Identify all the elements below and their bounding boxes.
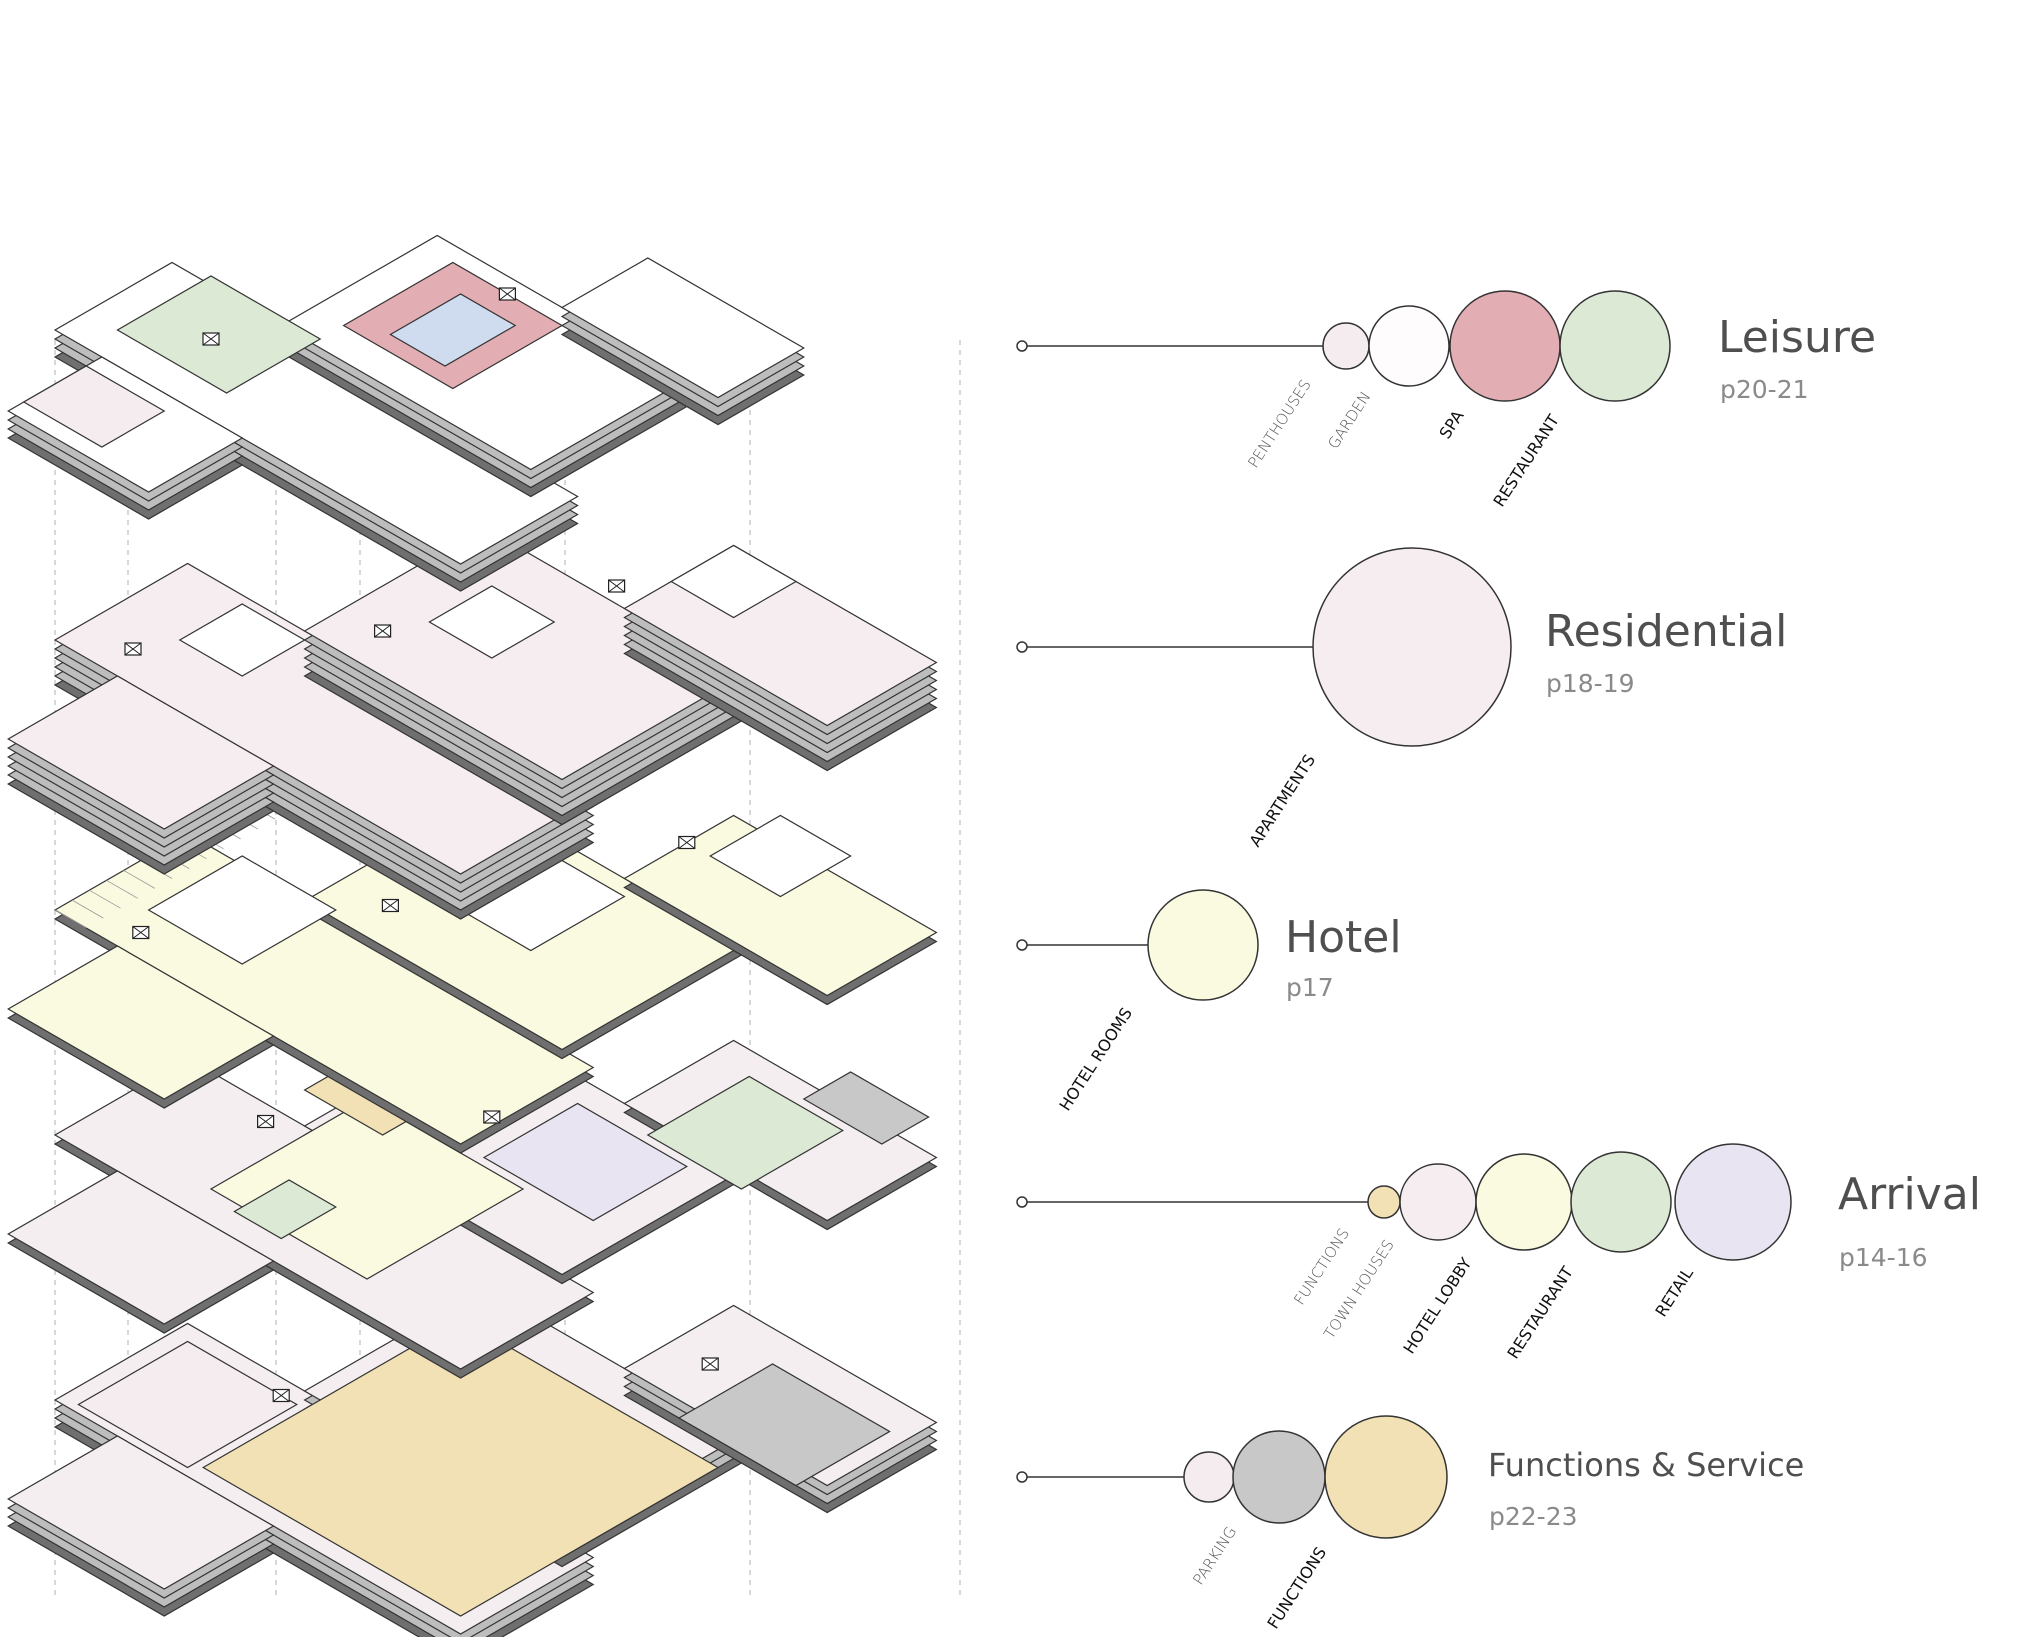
penthouses-circle bbox=[1322, 322, 1370, 370]
service-ramp bbox=[802, 1071, 930, 1145]
building-stack bbox=[6, 234, 961, 1637]
parking-circle bbox=[1232, 1430, 1326, 1524]
town-house-wing bbox=[77, 1340, 299, 1469]
functions-hall bbox=[201, 1318, 720, 1617]
residential-level bbox=[6, 675, 275, 830]
lift-core-cross bbox=[374, 624, 391, 638]
label-hotel-rooms: HOTEL ROOMS bbox=[1055, 1004, 1136, 1114]
functions-circle bbox=[1324, 1415, 1448, 1539]
label-garden: GARDEN bbox=[1324, 388, 1374, 452]
hotel-room-divider bbox=[71, 899, 104, 919]
hotel-rooms-circle bbox=[1147, 889, 1259, 1001]
legend-title: Functions & Service bbox=[1488, 1446, 1804, 1484]
residential-lightwell bbox=[178, 603, 306, 677]
legend-title: Arrival bbox=[1838, 1169, 1981, 1220]
apartments-circle bbox=[1312, 547, 1512, 747]
label-apartments: APARTMENTS bbox=[1245, 751, 1319, 850]
label-restaurant: RESTAURANT bbox=[1489, 411, 1563, 510]
hotel-level bbox=[6, 945, 275, 1100]
service-level bbox=[6, 1435, 275, 1590]
hotel-lobby-circle bbox=[1475, 1153, 1573, 1251]
hotel-room-divider bbox=[89, 889, 121, 909]
arrival-restaurant bbox=[646, 1075, 845, 1190]
page-reference: p14-16 bbox=[1839, 1243, 1928, 1272]
town-houses-circle bbox=[1399, 1163, 1477, 1241]
lift-core-cross bbox=[483, 1110, 501, 1124]
page-reference: p17 bbox=[1286, 973, 1334, 1002]
label-spa: SPA bbox=[1435, 407, 1467, 442]
leader-dot bbox=[1016, 641, 1028, 653]
functions-circle bbox=[1367, 1185, 1401, 1219]
lift-core-cross bbox=[382, 899, 399, 912]
leader-dot bbox=[1016, 1471, 1028, 1483]
restaurant-circle bbox=[1559, 290, 1671, 402]
hotel-courtyard bbox=[708, 814, 852, 898]
spa-pool bbox=[389, 293, 517, 367]
garden-circle bbox=[1368, 305, 1450, 387]
leader-dot bbox=[1016, 939, 1028, 951]
lift-core-cross bbox=[701, 1357, 719, 1371]
legend-functions-service: Functions & Service p22-23 PARKING FUNCT… bbox=[1016, 1415, 1804, 1633]
label-functions: FUNCTIONS bbox=[1263, 1544, 1330, 1633]
legend-residential: Residential p18-19 APARTMENTS bbox=[1016, 547, 1787, 850]
hotel-room-divider bbox=[123, 870, 156, 889]
parking-small-circle bbox=[1183, 1451, 1235, 1503]
leader-dot bbox=[1016, 1196, 1028, 1208]
residential-lightwell bbox=[669, 544, 798, 619]
retail-circle bbox=[1674, 1143, 1792, 1261]
page-reference: p20-21 bbox=[1720, 375, 1809, 404]
hotel-room-divider bbox=[54, 909, 87, 929]
hotel-level bbox=[623, 814, 938, 997]
arrival-restaurant-2 bbox=[233, 1179, 338, 1240]
label-hotel-lobby: HOTEL LOBBY bbox=[1399, 1254, 1475, 1357]
leisure-level bbox=[560, 257, 806, 399]
legend-title: Residential bbox=[1545, 606, 1787, 657]
label-restaurant: RESTAURANT bbox=[1503, 1263, 1577, 1362]
legend-leisure: Leisure p20-21 PENTHOUSES GARDEN SPA RES… bbox=[1016, 290, 1876, 510]
residential-lightwell bbox=[428, 585, 556, 659]
legend-hotel: Hotel p17 HOTEL ROOMS bbox=[1016, 889, 1402, 1114]
restaurant-circle bbox=[1570, 1151, 1672, 1253]
label-retail: RETAIL bbox=[1651, 1264, 1697, 1320]
legend-title: Leisure bbox=[1718, 312, 1876, 363]
hotel-room-divider bbox=[106, 879, 138, 899]
spa-circle bbox=[1449, 290, 1561, 402]
lift-core-cross bbox=[202, 332, 220, 346]
parking-ramp bbox=[677, 1363, 891, 1487]
legend-title: Hotel bbox=[1285, 912, 1402, 963]
penthouse-wing bbox=[22, 365, 166, 448]
lift-core-cross bbox=[678, 836, 696, 849]
lift-core-cross bbox=[499, 287, 516, 301]
retail-area bbox=[482, 1102, 689, 1222]
legend-arrival: Arrival p14-16 FUNCTIONS TOWN HOUSES HOT… bbox=[1016, 1143, 1981, 1362]
leader-dot bbox=[1016, 340, 1028, 352]
lift-core-cross bbox=[124, 642, 142, 656]
hotel-courtyard bbox=[147, 855, 338, 965]
lift-core-cross bbox=[257, 1115, 274, 1128]
page-reference: p22-23 bbox=[1489, 1502, 1578, 1531]
label-penthouses: PENTHOUSES bbox=[1244, 376, 1314, 471]
lift-core-cross bbox=[132, 926, 150, 939]
lift-core-cross bbox=[272, 1389, 290, 1402]
page-reference: p18-19 bbox=[1546, 669, 1635, 698]
lift-core-cross bbox=[608, 579, 625, 593]
arrival-level bbox=[6, 1170, 275, 1325]
label-parking: PARKING bbox=[1189, 1523, 1240, 1588]
